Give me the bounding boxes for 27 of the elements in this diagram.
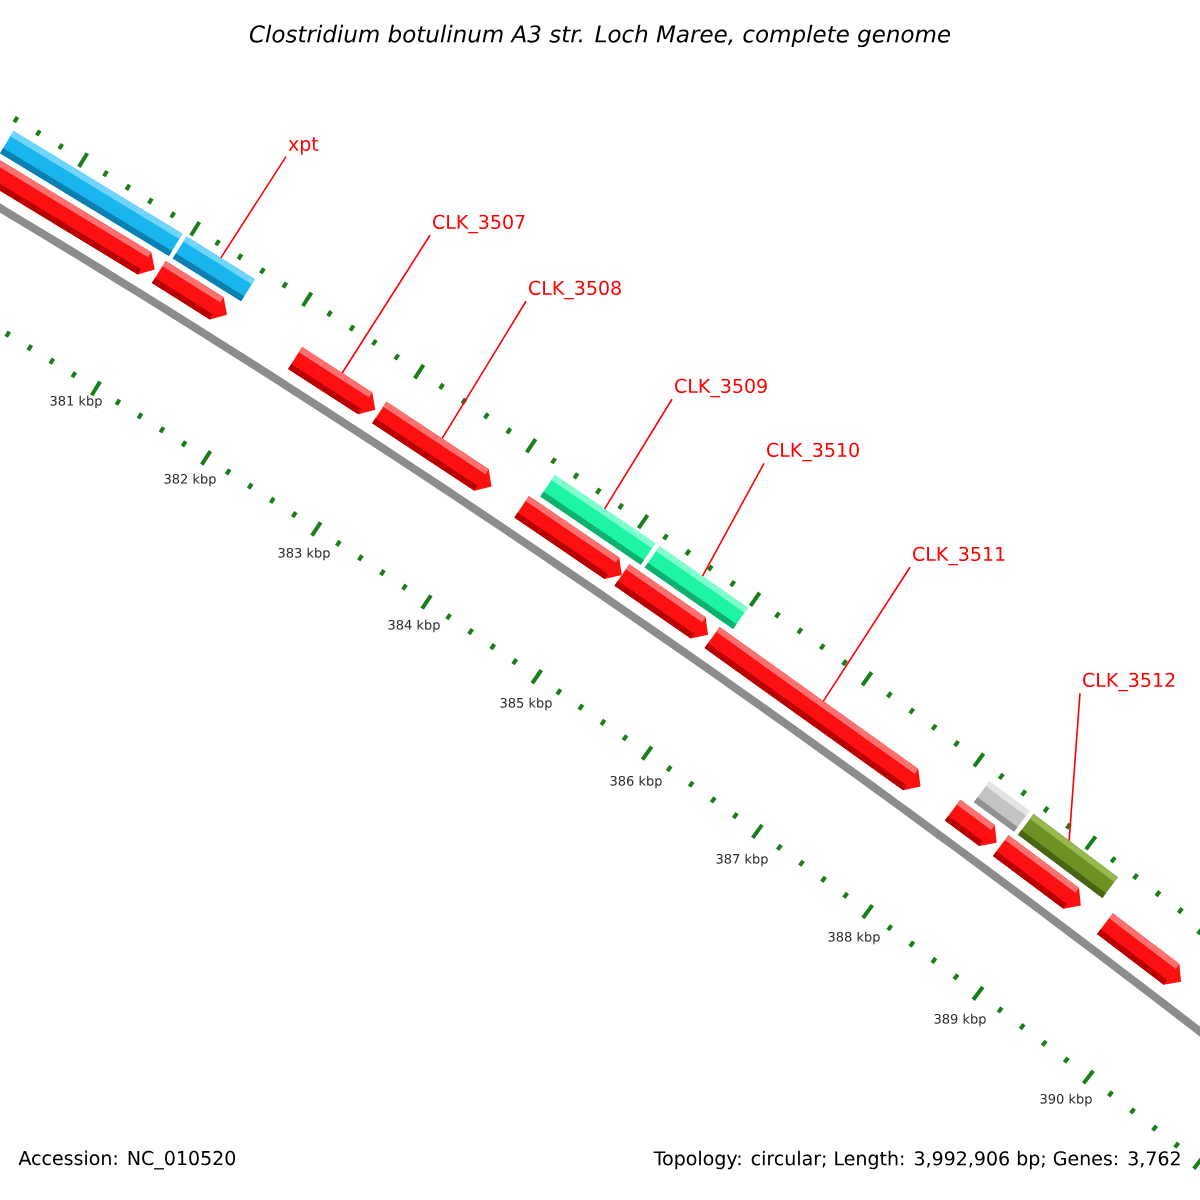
leader-line <box>441 300 527 440</box>
leader-line <box>701 462 765 577</box>
gene-label: CLK_3510 <box>767 442 859 462</box>
gene-label: CLK_3509 <box>675 378 767 398</box>
feature-bar <box>1018 814 1118 898</box>
leader-line <box>603 398 673 510</box>
gene-block <box>514 496 622 579</box>
gene-block <box>1097 913 1182 985</box>
feature-bar <box>973 781 1030 832</box>
title: Clostridium botulinum A3 str. Loch Maree, complete genome <box>249 24 951 48</box>
gene-label: xpt <box>288 137 319 155</box>
leader-line <box>341 234 431 374</box>
gene-label: CLK_3512 <box>1083 672 1175 692</box>
leader-line <box>822 566 911 702</box>
gene-label: CLK_3507 <box>433 214 525 234</box>
gene-block <box>288 347 376 415</box>
gene-block <box>0 158 155 275</box>
gene-block <box>704 626 921 791</box>
gene-block <box>372 401 492 491</box>
gene-label: CLK_3511 <box>913 546 1005 566</box>
leader-line <box>220 155 287 259</box>
gene-block <box>614 564 709 639</box>
gene-block <box>151 261 227 320</box>
accession-text: Accession: NC_010520 <box>18 1150 236 1170</box>
genome-summary-text: Topology: circular; Length: 3,992,906 bp; Genes: 3,762 <box>653 1150 1180 1170</box>
leader-line <box>1068 692 1081 842</box>
gene-label: CLK_3508 <box>529 280 621 300</box>
